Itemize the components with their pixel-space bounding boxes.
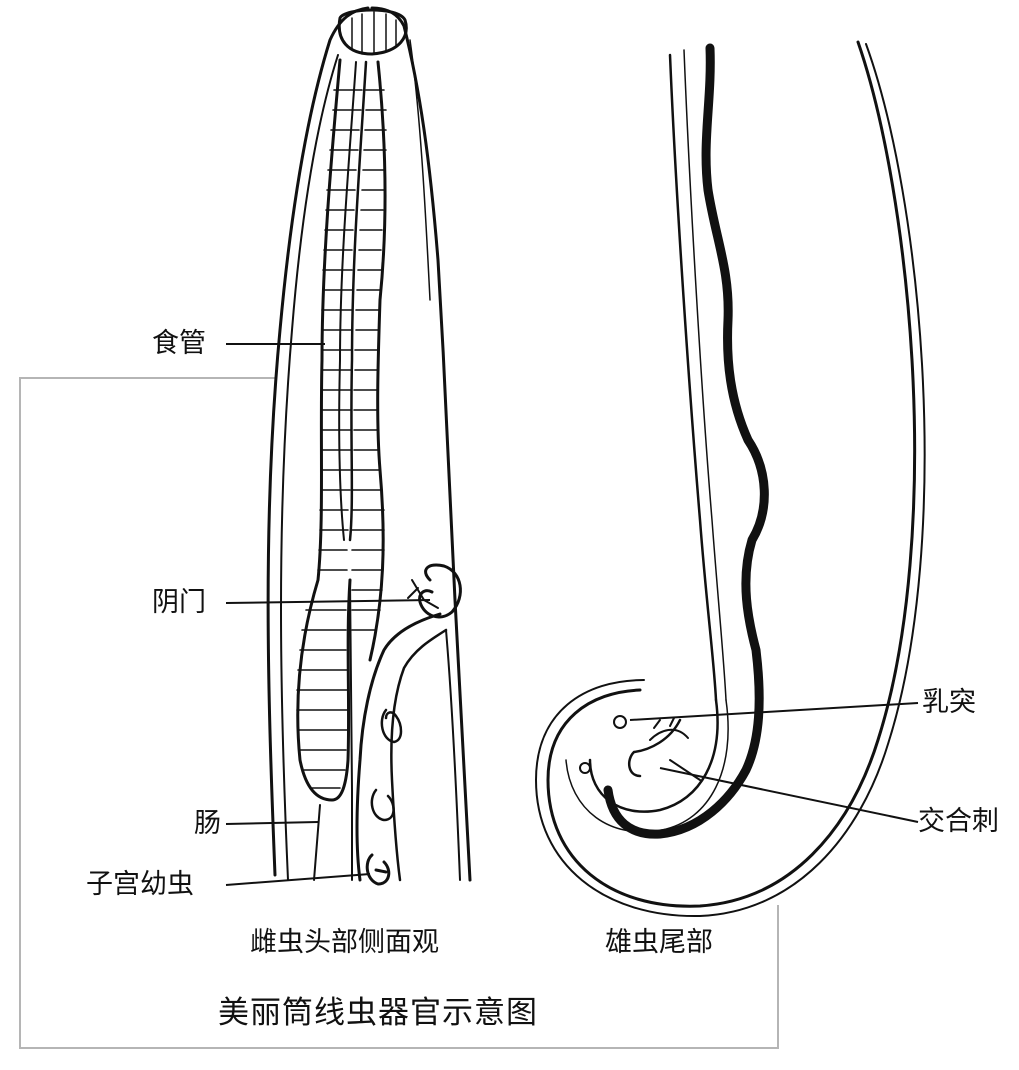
label-intestine: 肠 [194,808,221,839]
papilla-2 [579,762,591,774]
larva-3 [365,853,391,886]
label-papillae: 乳突 [922,687,976,718]
uterus [355,612,442,882]
label-spicule: 交合刺 [918,806,999,837]
label-esophagus: 食管 [152,328,206,359]
male-intestine [603,43,769,839]
figure-frame [19,377,779,1049]
caption-female-head: 雌虫头部侧面观 [250,927,439,958]
leader-spicule [659,767,919,823]
figure-title: 美丽筒线虫器官示意图 [218,995,538,1031]
leader-lines [225,343,919,886]
caption-male-tail: 雄虫尾部 [605,927,713,958]
label-vulva: 阴门 [152,587,206,618]
larva-2 [370,788,395,822]
label-uterine-larvae: 子宫幼虫 [86,869,194,900]
spicule [627,718,682,778]
leader-vulva [225,599,431,604]
leader-papillae [629,702,919,721]
female-head-drawing [266,6,472,886]
leader-larvae [225,873,371,886]
leader-intestine [225,821,319,825]
larva-1 [380,708,403,744]
vulva-loop [418,563,462,619]
male-tail-drawing [535,40,926,918]
papilla-1 [613,715,627,729]
